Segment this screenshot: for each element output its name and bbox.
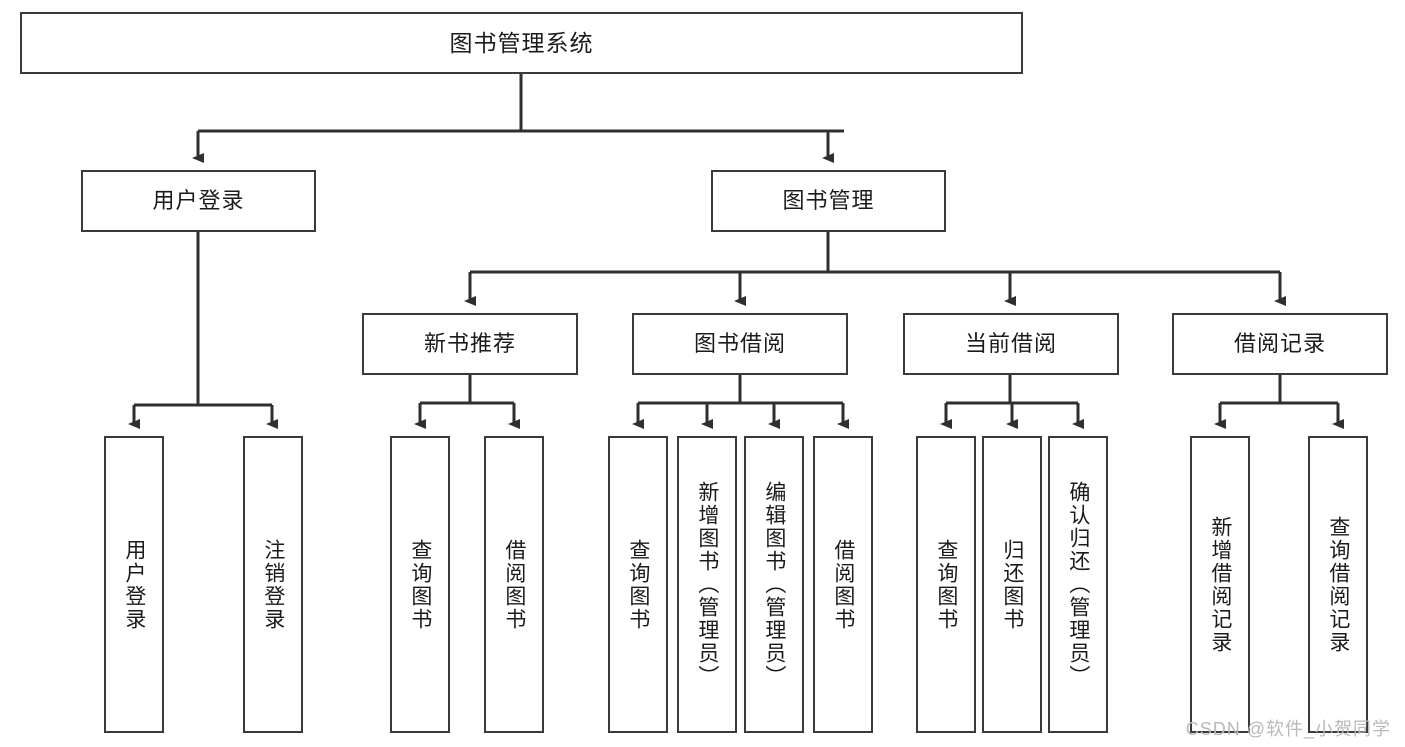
- leaf-query-book-recommend[interactable]: 查询图书: [390, 436, 450, 733]
- node-book-borrow-label: 图书借阅: [693, 331, 786, 357]
- leaf-borrow-book-recommend-label: 借阅图书: [502, 538, 526, 631]
- leaf-query-borrow-record-label: 查询借阅记录: [1326, 515, 1350, 654]
- leaf-query-book-current[interactable]: 查询图书: [916, 436, 976, 733]
- leaf-add-borrow-record[interactable]: 新增借阅记录: [1190, 436, 1250, 733]
- leaf-confirm-return-admin[interactable]: 确认归还（管理员）: [1048, 436, 1108, 733]
- leaf-logout-login[interactable]: 注销登录: [243, 436, 303, 733]
- leaf-edit-book-admin[interactable]: 编辑图书（管理员）: [744, 436, 804, 733]
- csdn-watermark: CSDN @软件_小贺同学: [1185, 719, 1391, 739]
- leaf-borrow-book[interactable]: 借阅图书: [813, 436, 873, 733]
- leaf-edit-book-admin-label: 编辑图书（管理员）: [762, 481, 786, 688]
- node-book-management[interactable]: 图书管理: [711, 170, 946, 232]
- node-user-login-label: 用户登录: [152, 188, 245, 214]
- node-current-borrow[interactable]: 当前借阅: [903, 313, 1119, 375]
- leaf-return-book-label: 归还图书: [1000, 538, 1024, 631]
- leaf-query-book-borrow[interactable]: 查询图书: [608, 436, 668, 733]
- node-borrow-record[interactable]: 借阅记录: [1172, 313, 1388, 375]
- leaf-query-book-borrow-label: 查询图书: [626, 538, 650, 631]
- node-current-borrow-label: 当前借阅: [964, 331, 1057, 357]
- node-book-borrow[interactable]: 图书借阅: [632, 313, 848, 375]
- leaf-query-book-current-label: 查询图书: [934, 538, 958, 631]
- leaf-query-book-recommend-label: 查询图书: [408, 538, 432, 631]
- leaf-borrow-book-label: 借阅图书: [831, 538, 855, 631]
- node-borrow-record-label: 借阅记录: [1233, 331, 1326, 357]
- leaf-user-login[interactable]: 用户登录: [104, 436, 164, 733]
- leaf-user-login-label: 用户登录: [122, 538, 146, 631]
- node-user-login[interactable]: 用户登录: [81, 170, 316, 232]
- node-new-book-recommendation-label: 新书推荐: [423, 331, 516, 357]
- node-book-management-label: 图书管理: [782, 188, 875, 214]
- leaf-logout-login-label: 注销登录: [261, 538, 285, 631]
- leaf-borrow-book-recommend[interactable]: 借阅图书: [484, 436, 544, 733]
- node-root[interactable]: 图书管理系统: [20, 12, 1023, 74]
- leaf-query-borrow-record[interactable]: 查询借阅记录: [1308, 436, 1368, 733]
- leaf-add-borrow-record-label: 新增借阅记录: [1208, 515, 1232, 654]
- leaf-add-book-admin-label: 新增图书（管理员）: [695, 481, 719, 688]
- leaf-add-book-admin[interactable]: 新增图书（管理员）: [677, 436, 737, 733]
- leaf-return-book[interactable]: 归还图书: [982, 436, 1042, 733]
- leaf-confirm-return-admin-label: 确认归还（管理员）: [1066, 481, 1090, 688]
- node-root-label: 图书管理系统: [449, 29, 594, 56]
- node-new-book-recommendation[interactable]: 新书推荐: [362, 313, 578, 375]
